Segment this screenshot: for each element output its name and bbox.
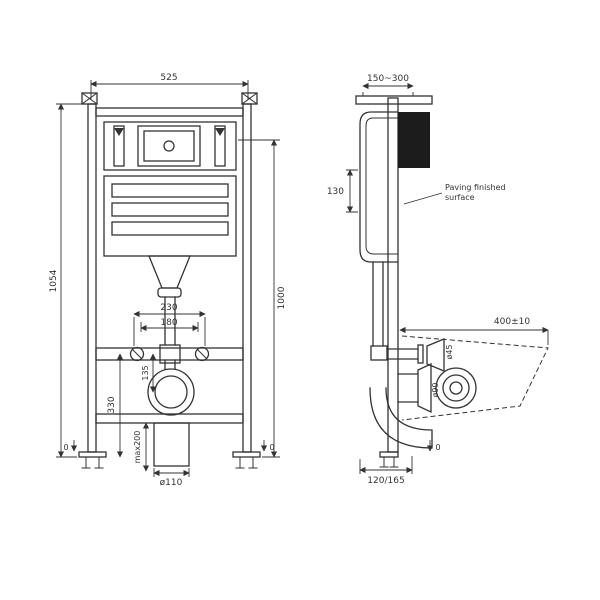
- waste-bend-pipe: [369, 387, 433, 449]
- fixing-bolt-left-icon: [129, 346, 145, 362]
- label-width-top: 525: [160, 73, 177, 83]
- waste-connector: [397, 362, 477, 414]
- label-plate-height: 130: [327, 187, 344, 197]
- wall-bracket-left-icon: [81, 92, 98, 105]
- bowl-outline-dashed: [401, 335, 549, 421]
- wall-bracket-right-icon: [241, 92, 258, 105]
- outlet-duct: [153, 422, 190, 467]
- label-datum-side: 0: [435, 443, 440, 452]
- label-fixing-outer: 230: [160, 303, 177, 313]
- fixing-rail: [95, 344, 244, 364]
- dim-depth-top: [362, 82, 414, 96]
- rail-fitting: [159, 344, 181, 364]
- label-height-left: 1054: [49, 269, 59, 292]
- flush-plate-assembly: [103, 121, 237, 171]
- plate-bracket-left: [113, 125, 125, 167]
- tank-slat-1: [111, 183, 229, 198]
- dim-height-left: [56, 103, 86, 458]
- top-rail: [355, 95, 433, 105]
- label-paving-note-line2: surface: [445, 193, 475, 202]
- flush-cone: [426, 338, 445, 372]
- label-paving-note-line1: Paving finished: [445, 183, 506, 192]
- side-dimensions: [346, 82, 549, 474]
- waste-cone: [417, 362, 432, 414]
- dim-height-right: [238, 139, 280, 458]
- dim-width-top: [90, 80, 249, 100]
- dim-outlet-dia: [153, 468, 190, 477]
- dim-fixing-inner: [140, 322, 199, 332]
- label-outlet-drop: 135: [141, 365, 150, 380]
- clip-mark-right-icon: [215, 128, 225, 136]
- label-waste-dia: ø90: [431, 382, 440, 397]
- cistern-head: [103, 121, 237, 171]
- pipe-coupling: [157, 287, 182, 298]
- pipe-body: [164, 296, 176, 370]
- cistern-tank: [103, 175, 237, 257]
- dim-plate-height: [346, 169, 358, 213]
- paving-leader-line: [403, 192, 443, 205]
- flush-pipe: [148, 255, 191, 370]
- flush-bend: [370, 261, 445, 372]
- label-height-right: 1000: [277, 286, 287, 309]
- rail-bar: [95, 347, 244, 361]
- label-bowl-depth: 400±10: [494, 317, 530, 327]
- front-view: [78, 92, 261, 469]
- label-foot-depth: 120/165: [367, 476, 404, 486]
- dim-bowl-depth: [399, 326, 549, 345]
- waste-outlet: [147, 368, 195, 416]
- label-outlet-dia: ø110: [160, 478, 183, 488]
- wall-anchor-block: [398, 112, 430, 168]
- fixing-bolt-right-icon: [194, 346, 210, 362]
- labels: 525 1054 1000 230 180 135 330 max200 ø11…: [49, 73, 530, 488]
- label-fixing-inner: 180: [160, 318, 177, 328]
- plate-bracket-right: [214, 125, 226, 167]
- foot-left: [78, 451, 107, 469]
- funnel: [148, 255, 191, 289]
- frame-post-right: [242, 103, 252, 453]
- label-datum-right: 0: [269, 443, 274, 452]
- dim-fixing-outer: [133, 310, 206, 346]
- flush-plate-inner: [143, 130, 195, 162]
- label-adjust: max200: [133, 431, 142, 464]
- frame-top-bar: [95, 107, 244, 117]
- label-depth-top: 150~300: [367, 74, 409, 84]
- front-dimensions: [56, 80, 280, 477]
- dim-foot-depth: [359, 456, 413, 474]
- flush-plate-outer: [137, 125, 201, 167]
- tank-slat-2: [111, 202, 229, 217]
- clip-mark-left-icon: [114, 128, 124, 136]
- side-view: [355, 95, 549, 468]
- frame-post-left: [87, 103, 97, 453]
- frame-profile: [387, 97, 399, 453]
- label-rail-height: 330: [107, 396, 117, 413]
- label-flush-dia: ø45: [445, 344, 454, 359]
- tank-slat-3: [111, 221, 229, 236]
- foot-right: [232, 451, 261, 469]
- foot-side: [379, 451, 399, 468]
- label-datum-left: 0: [63, 443, 68, 452]
- flush-button: [163, 140, 175, 152]
- cistern-side: [359, 111, 398, 263]
